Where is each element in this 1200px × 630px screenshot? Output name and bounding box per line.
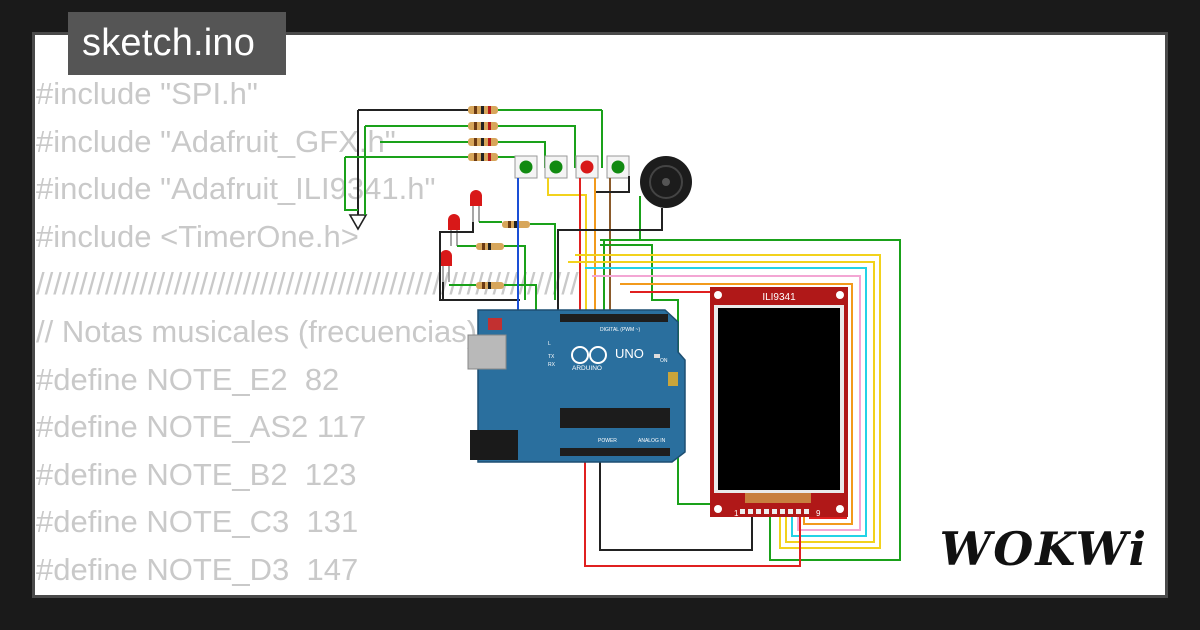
file-tab[interactable]: sketch.ino [68, 12, 286, 75]
resistor-1[interactable] [468, 106, 498, 114]
resistor-3[interactable] [468, 138, 498, 146]
pushbutton-2[interactable] [544, 155, 568, 179]
led-resistor-3[interactable] [476, 282, 504, 289]
ground-symbol [348, 110, 368, 231]
arduino-uno-board[interactable]: UNO ARDUINO DIGITAL (PWM ~) POWER ANALOG… [467, 309, 686, 463]
code-line: #define NOTE_D3 147 [36, 551, 359, 587]
resistor-2[interactable] [468, 122, 498, 130]
power-label: POWER [598, 438, 617, 444]
ili9341-display[interactable]: ILI9341 1 9 [710, 287, 848, 518]
led-resistor-2[interactable] [476, 243, 504, 250]
tx-label: TX [548, 354, 555, 360]
code-line: // Notas musicales (frecuencias) [36, 313, 478, 349]
code-line: #include "Adafruit_ILI9341.h" [36, 171, 436, 207]
code-line: #include "Adafruit_GFX.h" [36, 123, 396, 159]
pushbutton-4[interactable] [606, 155, 630, 179]
rx-label: RX [548, 362, 556, 368]
pushbutton-1[interactable] [514, 155, 538, 179]
led-3[interactable] [440, 250, 452, 282]
led-1[interactable] [470, 190, 482, 222]
board-brand: ARDUINO [572, 365, 602, 372]
resistor-4[interactable] [468, 153, 498, 161]
code-line: #include "SPI.h" [36, 76, 258, 111]
wokwi-logo: WOKWi [939, 522, 1148, 576]
board-name: UNO [615, 346, 644, 361]
display-label: ILI9341 [762, 292, 796, 303]
code-line: #define NOTE_C3 131 [36, 504, 359, 540]
buzzer[interactable] [640, 156, 692, 208]
pushbutton-3[interactable] [575, 155, 599, 179]
code-line: #define NOTE_E2 82 [36, 361, 340, 397]
code-line: #include <TimerOne.h> [36, 218, 359, 254]
on-label: ON [660, 358, 668, 364]
code-editor: #include "SPI.h" #include "Adafruit_GFX.h… [36, 70, 579, 594]
code-line: #define NOTE_B2 123 [36, 456, 357, 492]
display-pin-first: 1 [734, 509, 739, 518]
display-pin-last: 9 [816, 509, 821, 518]
digital-label: DIGITAL (PWM ~) [600, 327, 640, 333]
l-label: L [548, 341, 551, 347]
led-2[interactable] [448, 214, 460, 246]
code-line: #define NOTE_AS2 117 [36, 409, 367, 445]
led-resistor-1[interactable] [502, 221, 530, 228]
analog-label: ANALOG IN [638, 438, 666, 444]
